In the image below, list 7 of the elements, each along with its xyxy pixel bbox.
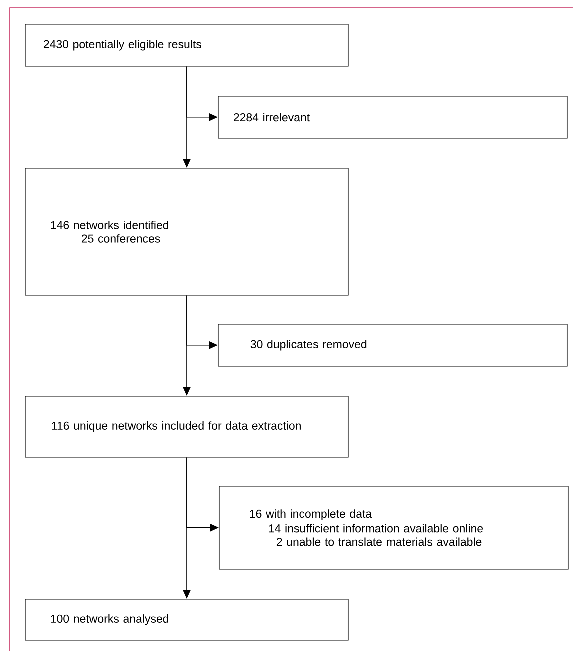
process-box: 16 with incomplete data 14 insufficient information available online 2 unable to translate materials available [219,486,569,570]
process-box: 30 duplicates removed [218,324,568,367]
process-box: 146 networks identified 25 conferences [25,168,349,296]
process-box: 116 unique networks included for data extraction [25,396,349,458]
process-box: 2430 potentially eligible results [25,24,349,67]
process-box: 100 networks analysed [25,599,349,641]
process-box: 2284 irrelevant [218,96,568,139]
